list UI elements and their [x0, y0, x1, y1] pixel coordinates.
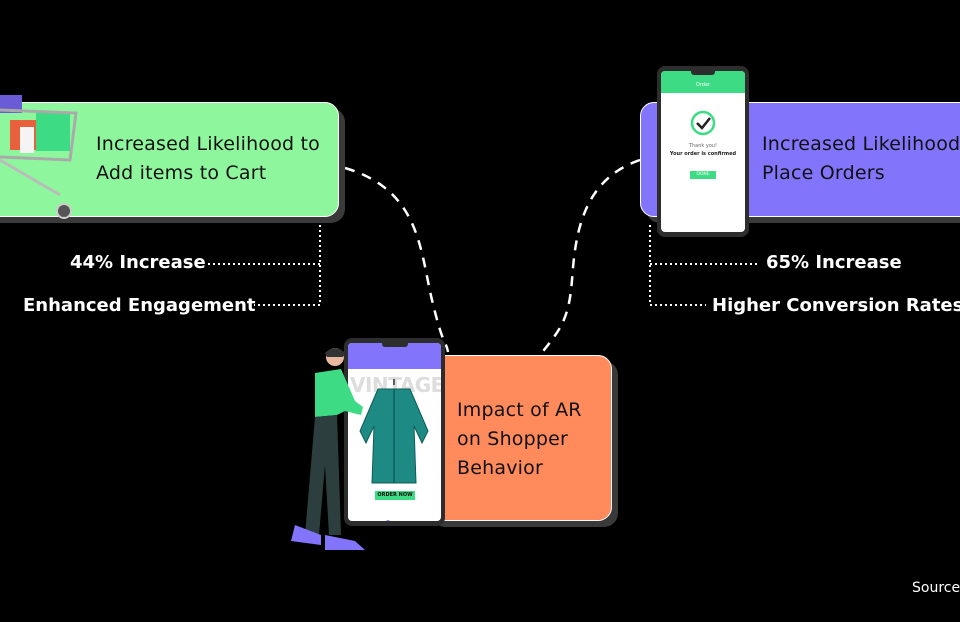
thanks-text: Thank you!	[688, 143, 718, 149]
order-confirm-phone: Order Thank you! Your order is confirmed…	[657, 66, 749, 237]
left-card-line1: Increased Likelihood to	[96, 133, 321, 155]
right-stat-1: 65% Increase	[766, 252, 902, 273]
left-stat-2: Enhanced Engagement	[23, 295, 256, 316]
phone-header-title: Order	[695, 82, 711, 88]
right-stat-bracket	[649, 225, 760, 306]
center-card-line1: Impact of AR	[457, 399, 582, 421]
right-card-line2: Place Orders	[762, 162, 885, 184]
source-label: Source	[912, 580, 960, 596]
carousel-dots	[386, 509, 406, 521]
shopper-person-illustration	[291, 348, 365, 550]
check-circle-icon	[690, 110, 716, 136]
right-stat-2: Higher Conversion Rates	[712, 295, 960, 316]
right-card-line1: Increased Likelihood	[762, 133, 960, 155]
order-now-button[interactable]: ORDER NOW	[375, 491, 415, 500]
center-card-line3: Behavior	[457, 457, 543, 479]
phone-header-bar: Order	[661, 71, 745, 93]
left-stat-1: 44% Increase	[70, 252, 206, 273]
done-button[interactable]: DONE	[690, 171, 716, 179]
phone-notch	[691, 71, 715, 75]
shop-phone: VINTAGE ORDER NOW	[344, 338, 445, 526]
confirm-text: Your order is confirmed	[669, 151, 737, 157]
left-card-line2: Add items to Cart	[96, 162, 267, 184]
shop-header-bar	[348, 343, 441, 369]
center-card: Impact of AR on Shopper Behavior	[425, 355, 612, 521]
left-connector	[344, 166, 450, 353]
shop-notch	[382, 343, 408, 347]
left-stat-bracket	[208, 225, 321, 306]
right-connector	[539, 158, 641, 356]
coat-image	[359, 379, 429, 484]
center-card-line2: on Shopper	[457, 428, 569, 450]
shopping-cart-icon	[0, 95, 78, 219]
